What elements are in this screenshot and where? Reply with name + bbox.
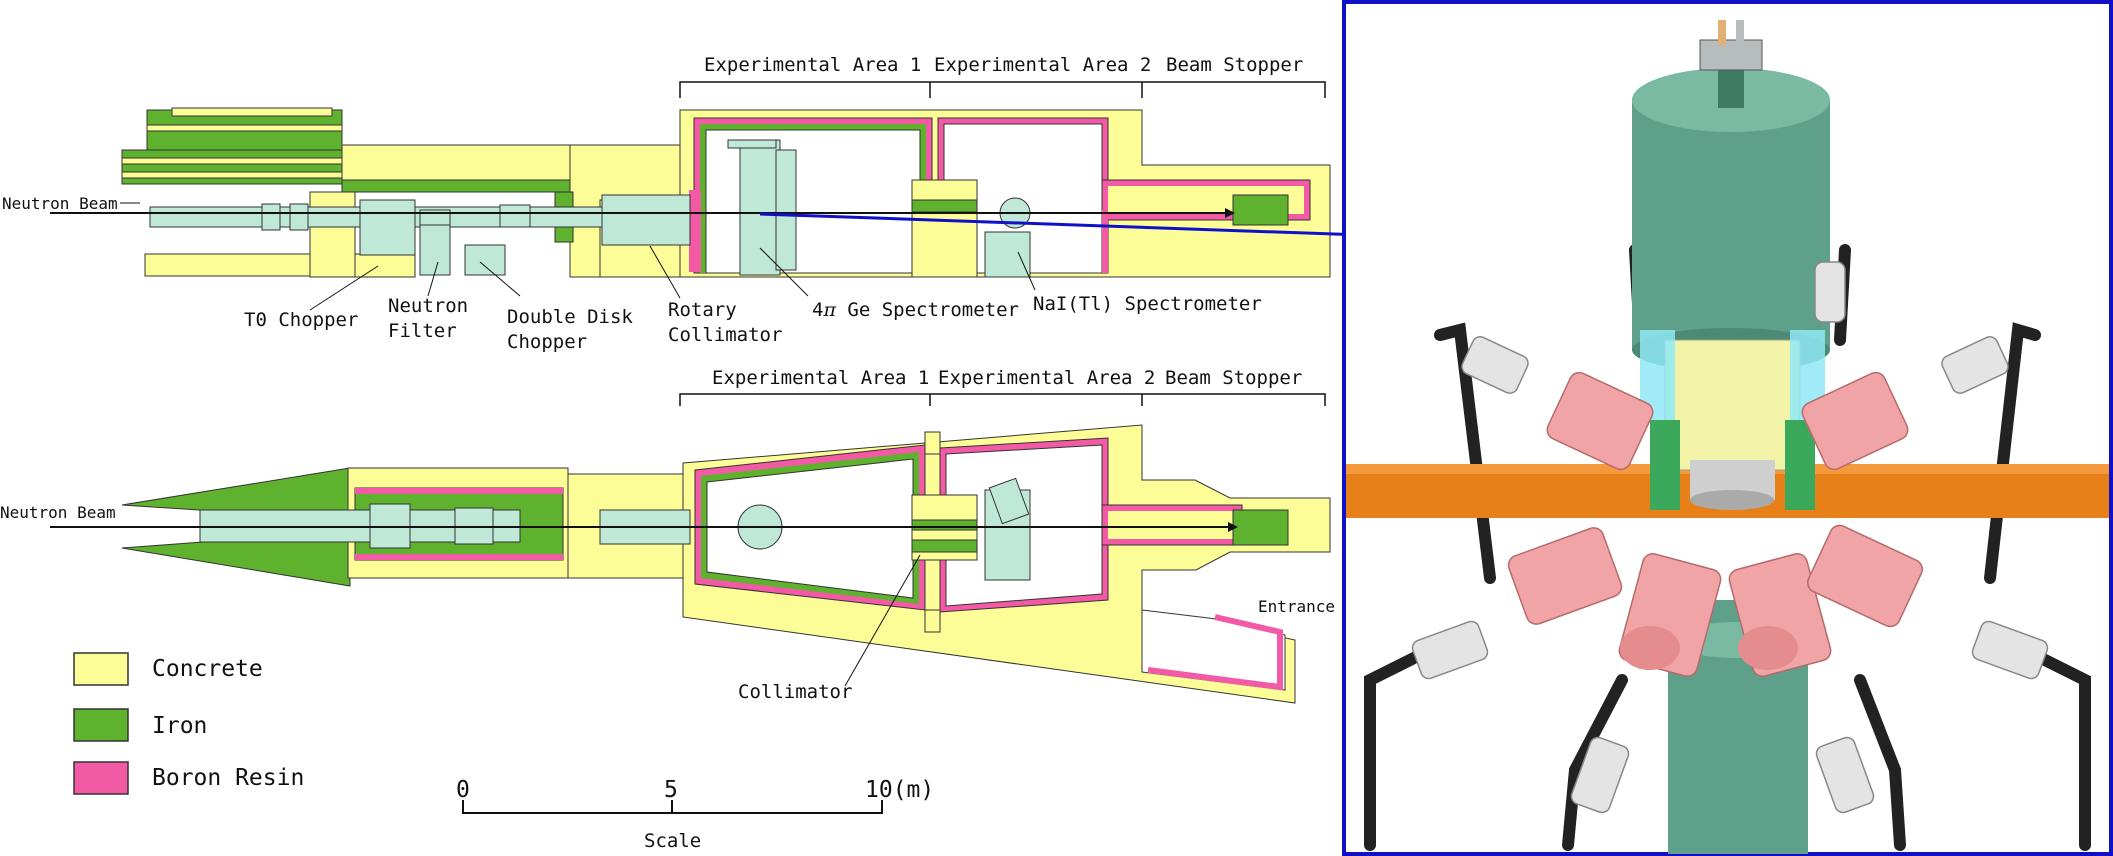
legend-label-concrete: Concrete xyxy=(152,656,263,682)
top-area1-label: Experimental Area 1 xyxy=(704,54,921,76)
legend-swatch-boron xyxy=(73,761,129,795)
neutron-filter-label-1: Neutron xyxy=(388,295,468,317)
double-disk-label-1: Double Disk xyxy=(507,306,633,328)
legend: Concrete Iron Boron Resin xyxy=(73,652,304,795)
rotary-label-1: Rotary xyxy=(668,299,737,321)
detector-3d-view xyxy=(1342,0,2113,856)
neutron-filter-label-2: Filter xyxy=(388,320,457,342)
entrance-label: Entrance xyxy=(1258,597,1335,616)
legend-label-boron: Boron Resin xyxy=(152,765,304,791)
collimator-label: Collimator xyxy=(738,681,852,703)
nai-spectrometer-label: NaI(Tl) Spectrometer xyxy=(1033,293,1262,315)
plan-stopper-label: Beam Stopper xyxy=(1165,367,1302,389)
top-area2-label: Experimental Area 2 xyxy=(934,54,1151,76)
top-neutron-beam-label: Neutron Beam xyxy=(2,194,118,213)
section-view: Neutron Beam Experimental Area 1 Experim… xyxy=(2,54,1331,353)
plan-view: Neutron Beam Experimental Area 1 Experim… xyxy=(0,367,1335,704)
upper-teal-cylinder xyxy=(1632,100,1830,350)
callout-leaders-top xyxy=(309,245,1036,311)
plan-area2-label: Experimental Area 2 xyxy=(938,367,1155,389)
area-brackets-plan xyxy=(679,393,1326,406)
scale-tick-0: 0 xyxy=(456,777,470,803)
scale-tick-10: 10(m) xyxy=(865,777,934,803)
scale-tick-5: 5 xyxy=(664,777,678,803)
plan-area1-label: Experimental Area 1 xyxy=(712,367,929,389)
plan-neutron-beam-label: Neutron Beam xyxy=(0,503,116,522)
upper-cone-shield xyxy=(121,467,351,513)
ge-crystal-cluster xyxy=(1664,339,1801,471)
area-brackets-top xyxy=(679,81,1326,98)
ge-spectrometer-label: 4π Ge Spectrometer xyxy=(812,299,1019,321)
t0-chopper-label: T0 Chopper xyxy=(244,309,358,331)
top-stopper-label: Beam Stopper xyxy=(1166,54,1303,76)
pmt-tubes xyxy=(1411,261,2049,814)
scale-bar: 0 5 10(m) Scale xyxy=(456,777,934,852)
experimental-building xyxy=(679,109,1331,278)
scale-label: Scale xyxy=(644,830,701,852)
double-disk-label-2: Chopper xyxy=(507,331,587,353)
legend-label-iron: Iron xyxy=(152,713,207,739)
legend-swatch-concrete xyxy=(73,652,129,686)
lower-cone-shield xyxy=(121,539,351,587)
rotary-label-2: Collimator xyxy=(668,324,782,346)
legend-swatch-iron xyxy=(73,708,129,742)
